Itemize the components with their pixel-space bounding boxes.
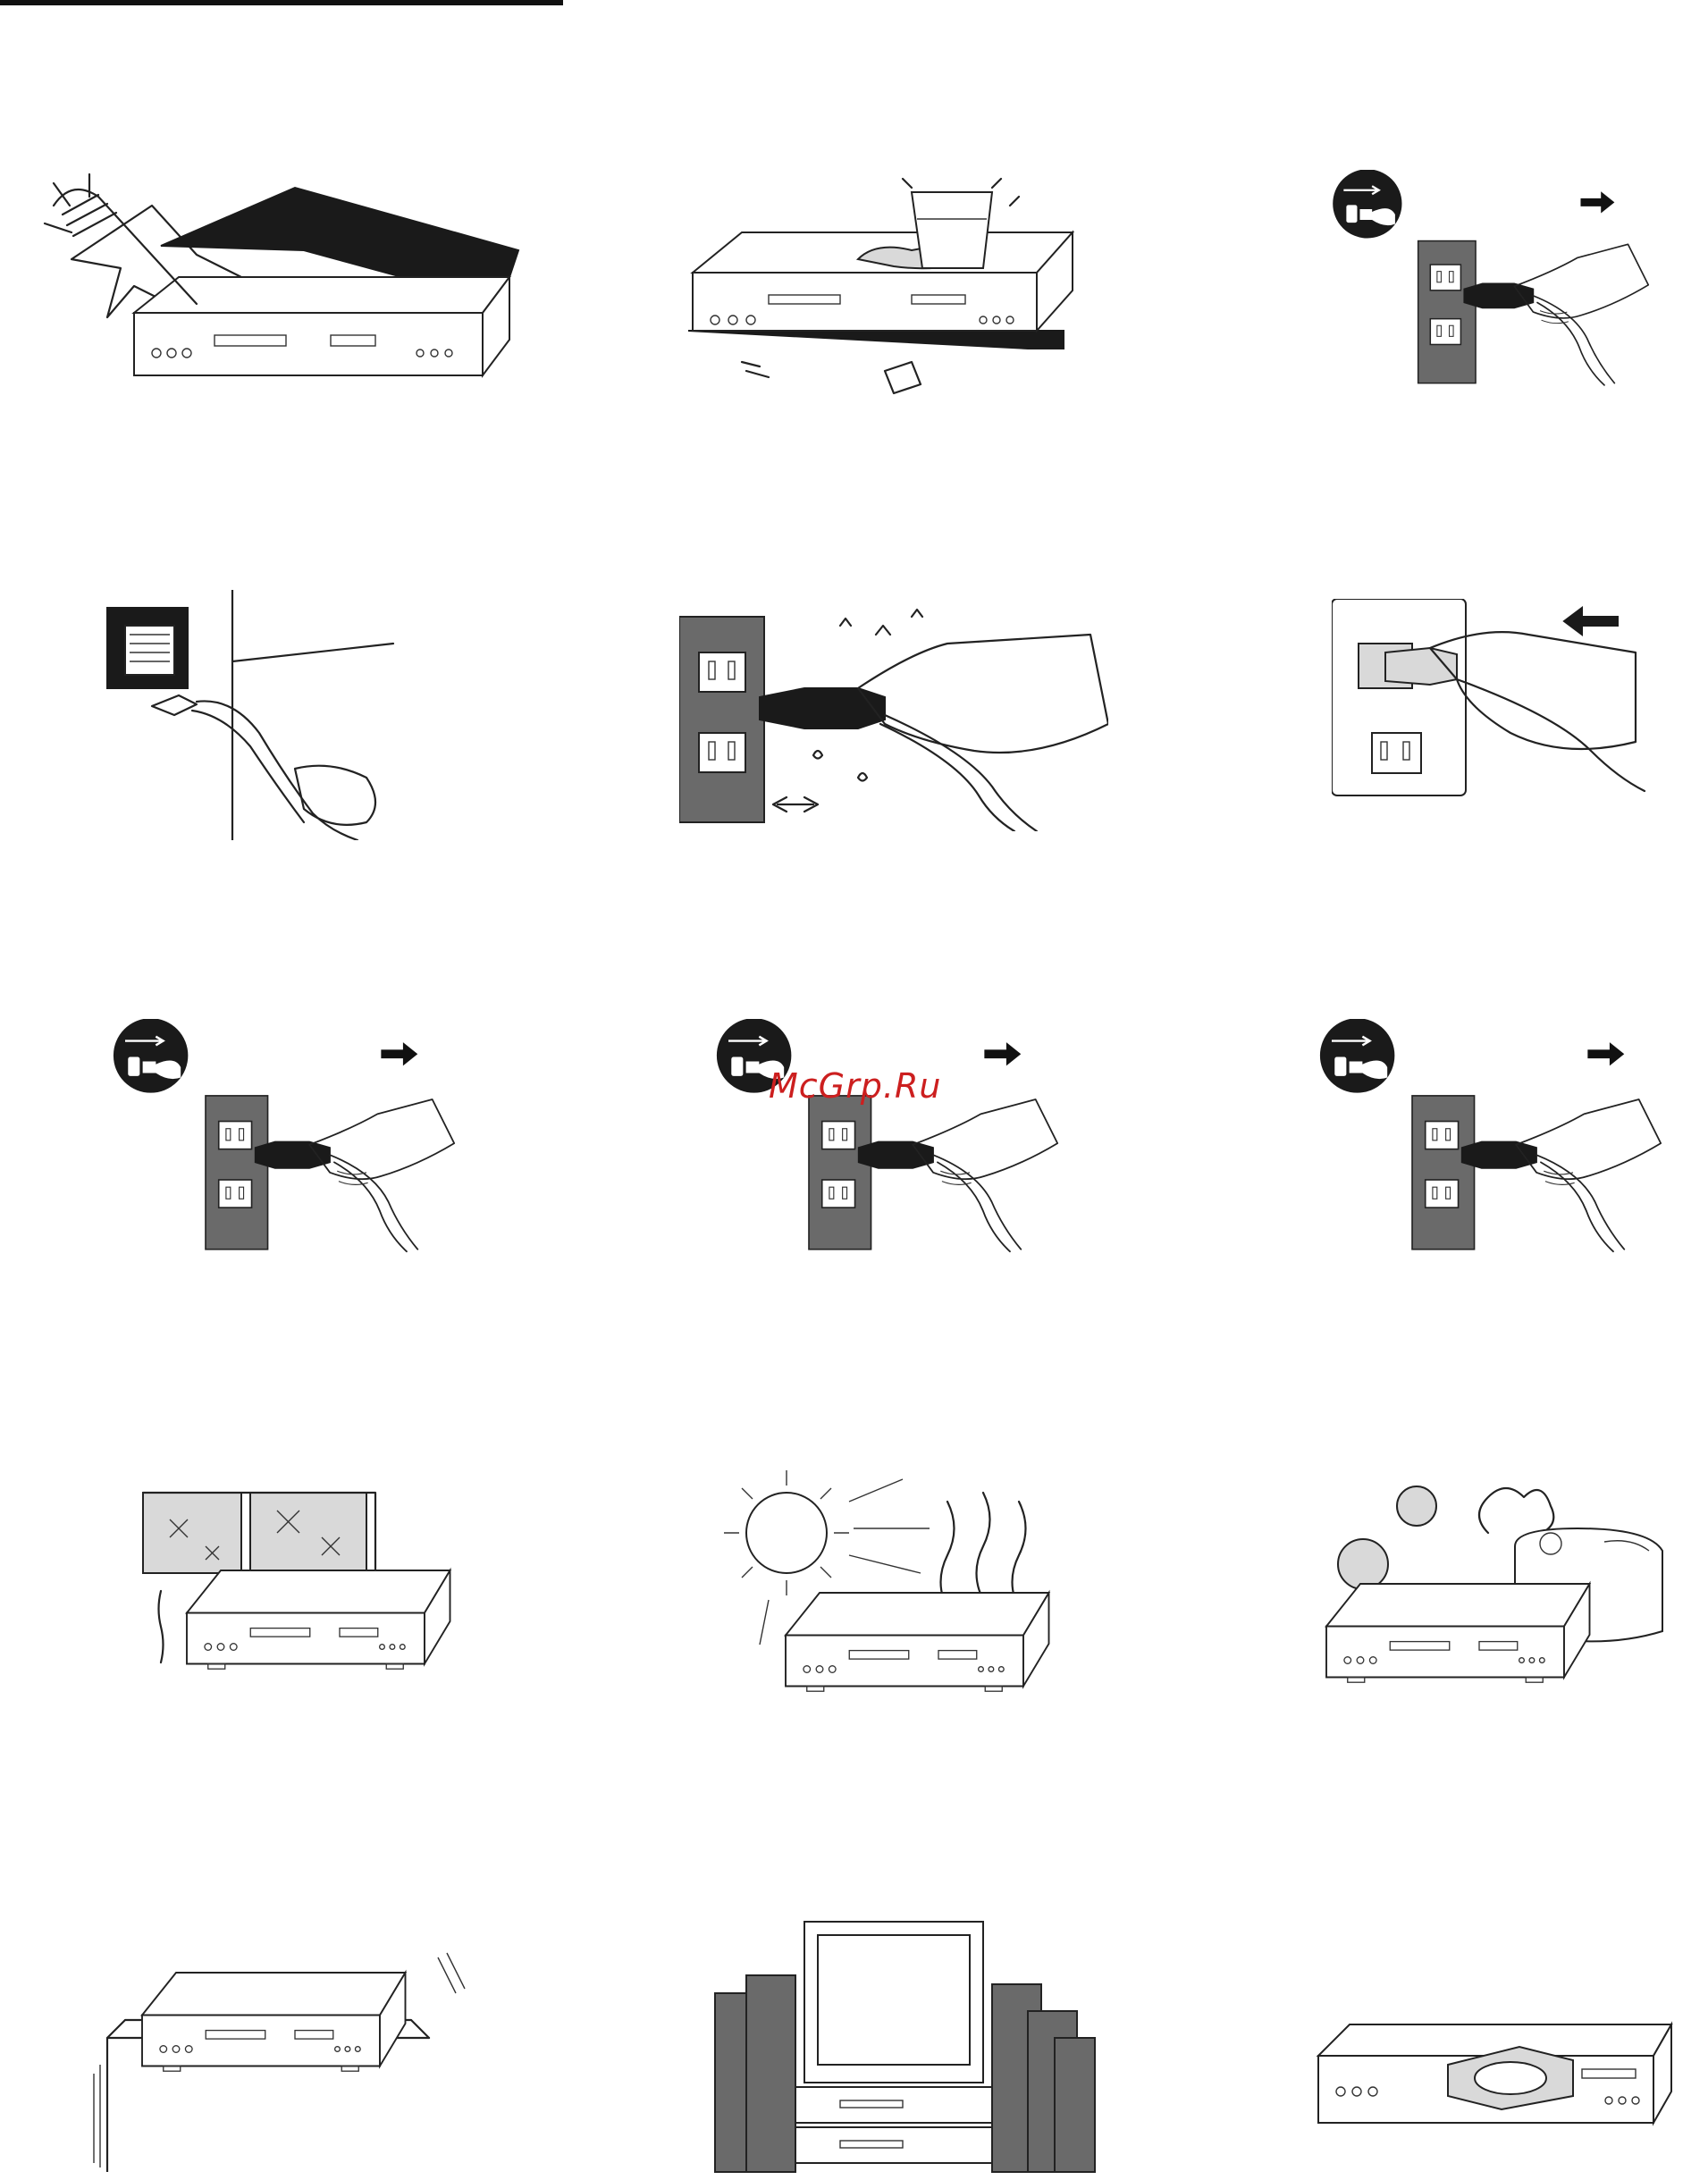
illustration-cold-window (134, 1484, 474, 1698)
illustration-unplug-4 (1278, 1019, 1707, 1260)
illustration-humidifier-dust (1309, 1461, 1685, 1712)
illustration-tv-speakers (706, 1913, 1099, 2176)
illustration-glass-on-player (688, 170, 1081, 402)
illustration-open-tray (1314, 2007, 1680, 2141)
illustration-screwdriver-inside (36, 170, 536, 393)
watermark: McGrp.Ru (769, 1066, 941, 1106)
illustration-wet-hands-plug (679, 599, 1108, 831)
illustration-unplug-2 (72, 1019, 501, 1260)
illustration-insert-plug (1332, 599, 1662, 804)
illustration-unplug-1 (1278, 170, 1707, 393)
illustration-cord-heater (98, 590, 456, 840)
illustration-sunlight (715, 1466, 1055, 1707)
top-rule (0, 0, 563, 5)
illustration-unplug-3 (675, 1019, 1104, 1260)
illustration-tilted-shelf (89, 1940, 492, 2172)
